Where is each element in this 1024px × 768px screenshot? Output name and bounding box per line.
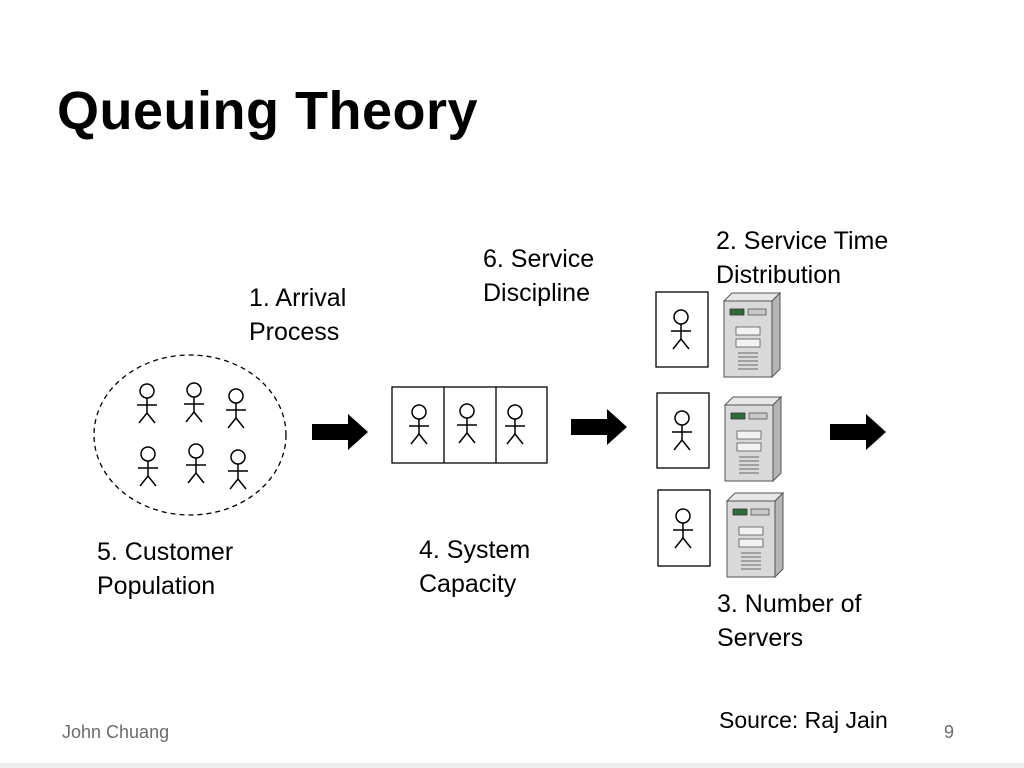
person-icon	[185, 443, 207, 484]
customer-population-label: 5. Customer Population	[97, 535, 233, 603]
right-arrow-icon	[830, 414, 886, 450]
label-line: Discipline	[483, 279, 590, 307]
person-icon	[137, 446, 159, 487]
label-line: Population	[97, 572, 216, 600]
label-line: Process	[249, 318, 340, 346]
page-number: 9	[944, 722, 955, 742]
slide-title: Queuing Theory	[57, 81, 479, 141]
label-line: Distribution	[716, 261, 842, 289]
server-slot-box	[657, 489, 711, 567]
service-time-label: 2. Service Time Distribution	[716, 224, 888, 292]
customer-population-ellipse	[93, 354, 287, 516]
system-capacity-label: 4. System Capacity	[419, 533, 530, 601]
label-line: Capacity	[419, 570, 517, 598]
footer-author: John Chuang	[62, 722, 170, 742]
number-of-servers-label: 3. Number of Servers	[717, 587, 862, 655]
server-slot-box	[656, 392, 710, 469]
person-icon	[227, 449, 249, 490]
label-line: 5. Customer	[97, 538, 234, 566]
bottom-bar	[0, 763, 1024, 768]
label-line: 2. Service Time	[716, 227, 889, 255]
source-citation: Source: Raj Jain	[719, 707, 888, 733]
label-line: 3. Number of	[717, 590, 862, 618]
label-line: 6. Service	[483, 245, 595, 273]
person-icon	[136, 383, 158, 424]
label-line: Servers	[717, 624, 804, 652]
server-tower-icon	[723, 292, 781, 378]
service-discipline-label: 6. Service Discipline	[483, 242, 594, 310]
label-line: 4. System	[419, 536, 531, 564]
right-arrow-icon	[571, 409, 627, 445]
server-tower-icon	[724, 396, 782, 482]
server-slot-box	[655, 291, 709, 368]
label-line: 1. Arrival	[249, 284, 347, 312]
right-arrow-icon	[312, 414, 368, 450]
person-icon	[183, 382, 205, 423]
server-tower-icon	[726, 492, 784, 578]
person-icon	[225, 388, 247, 429]
arrival-process-label: 1. Arrival Process	[249, 281, 346, 349]
